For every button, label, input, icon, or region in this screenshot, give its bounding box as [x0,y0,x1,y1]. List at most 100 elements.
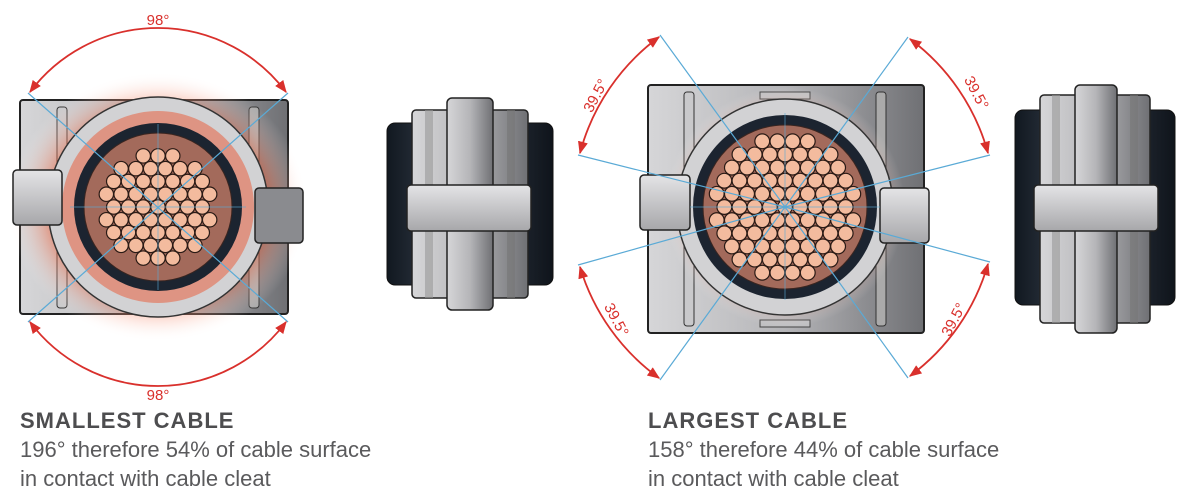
smallest-cable-caption: SMALLEST CABLE 196° therefore 54% of cab… [20,406,371,493]
strand [187,186,203,203]
strand [98,211,115,228]
strand [128,160,144,177]
strand [135,173,152,190]
strand [157,186,174,203]
strand [784,133,801,150]
strand [113,211,129,228]
strand [128,186,144,203]
strand [105,173,122,190]
angle-arc-top-right [908,38,990,155]
strand [194,224,211,241]
strand [784,159,801,176]
strand [164,173,181,190]
strand [113,160,129,177]
strand [723,159,740,176]
strand [807,225,824,242]
strand [142,160,159,177]
strand [769,238,786,255]
angle-arc-top [29,27,287,94]
strand [746,172,763,189]
strand [731,146,748,163]
strand [716,172,733,189]
strand [716,225,733,242]
strand [837,172,854,189]
strand [723,238,740,255]
largest-cable-desc-line2: in contact with cable cleat [648,466,899,491]
smallest-cable-desc-line1: 196° therefore 54% of cable surface [20,437,372,462]
strand [754,133,771,150]
strand [761,146,778,163]
strand [784,238,801,255]
strand [201,211,218,228]
strand [746,146,763,163]
strand [807,172,824,189]
largest-cable-cleat-side [1014,84,1176,334]
angle-label-top-left: 39.5° [580,76,612,115]
strand [739,212,756,229]
cable-strands [98,148,218,266]
angle-arc-bottom-right [908,262,990,377]
strand [187,211,203,228]
strand [822,172,839,189]
strand [187,160,203,177]
contact-lines [27,92,289,323]
strand [761,251,778,268]
angle-label-bottom-right: 39.5° [938,300,970,339]
strand [135,224,152,241]
angle-arc-bottom-left [578,265,661,379]
smallest-cable-title: SMALLEST CABLE [20,408,235,433]
strand [731,225,748,242]
smallest-cable-cleat-front: 98° 98° [8,12,308,404]
strand [769,264,786,281]
angle-arc-top-left [578,36,661,155]
strand [164,224,181,241]
angle-label-top-right: 39.5° [960,73,992,112]
strand [830,159,847,176]
smallest-cable-cleat-side [386,97,554,311]
largest-cable-title: LARGEST CABLE [648,408,848,433]
smallest-cable-desc-line2: in contact with cable cleat [20,466,271,491]
angle-label-bottom: 98° [147,387,170,404]
strand [837,225,854,242]
strand [754,264,771,281]
strand [194,173,211,190]
largest-cable-desc-line1: 158° therefore 44% of cable surface [648,437,1000,462]
strand [98,186,115,203]
strand [754,185,771,202]
strand [128,211,144,228]
strand [164,148,181,164]
strand [157,160,174,177]
largest-cable-caption: LARGEST CABLE 158° therefore 44% of cabl… [648,406,999,493]
strand [172,160,188,177]
strand [822,146,839,163]
strand [164,250,181,266]
strand [142,237,159,254]
strand [792,251,809,268]
contact-lines [577,34,991,381]
strand [769,159,786,176]
strand [814,212,831,229]
strand [105,224,122,241]
strand [807,146,824,163]
right-clamp-block [254,187,304,244]
strand [799,264,816,281]
strand [830,238,847,255]
angle-arc-bottom [29,320,287,387]
strand [769,133,786,150]
strand [128,237,144,254]
strand [807,251,824,268]
strand [157,237,174,254]
left-clamp-block [639,174,691,231]
strand [799,185,816,202]
strand [187,237,203,254]
strand [172,186,188,203]
strand [142,186,159,203]
strand [113,186,129,203]
left-clamp-block [12,169,63,226]
strand [784,264,801,281]
strand [746,251,763,268]
strand [201,186,218,203]
strand [822,225,839,242]
strand [135,250,152,266]
